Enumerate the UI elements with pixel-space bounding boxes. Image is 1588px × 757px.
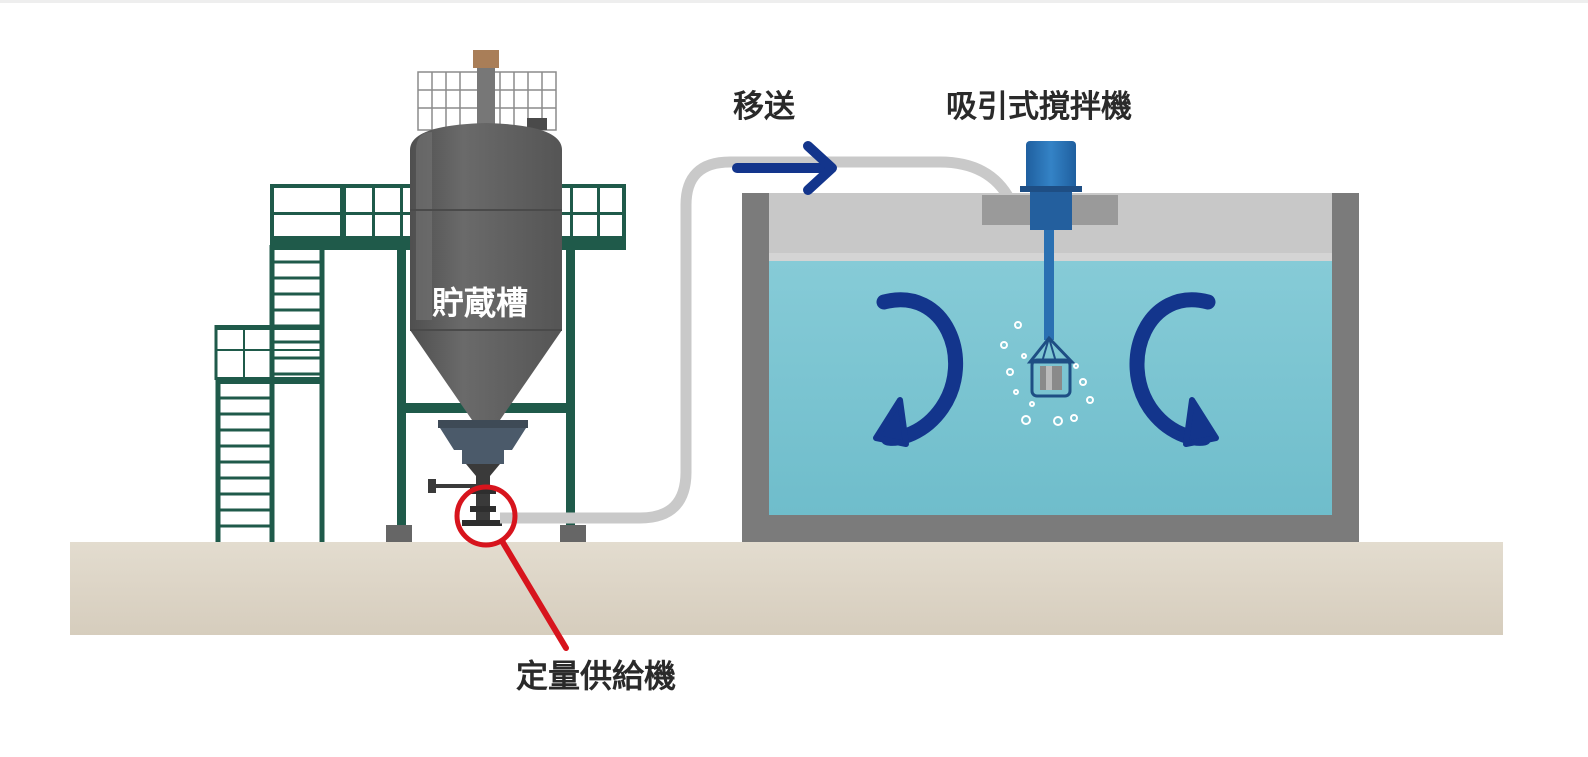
suction-mixer-label: 吸引式撹拌機 bbox=[946, 89, 1132, 125]
suction-mixer bbox=[1020, 141, 1082, 398]
air-bubbles bbox=[1000, 321, 1094, 426]
ground bbox=[70, 542, 1503, 635]
footing-right bbox=[560, 525, 586, 542]
metering-feeder-label: 定量供給機 bbox=[516, 657, 677, 695]
circular-arrow-ccw-icon bbox=[873, 292, 964, 447]
transfer-label: 移送 bbox=[733, 89, 795, 125]
footing-left bbox=[386, 525, 412, 542]
top-divider bbox=[0, 0, 1588, 3]
storage-tank-label: 貯蔵槽 bbox=[432, 284, 529, 322]
stairs bbox=[214, 245, 325, 542]
storage-tank bbox=[410, 50, 562, 526]
circle-highlight-icon bbox=[454, 484, 569, 651]
arrow-right-icon bbox=[732, 141, 837, 195]
circular-arrow-cw-icon bbox=[1129, 292, 1219, 447]
